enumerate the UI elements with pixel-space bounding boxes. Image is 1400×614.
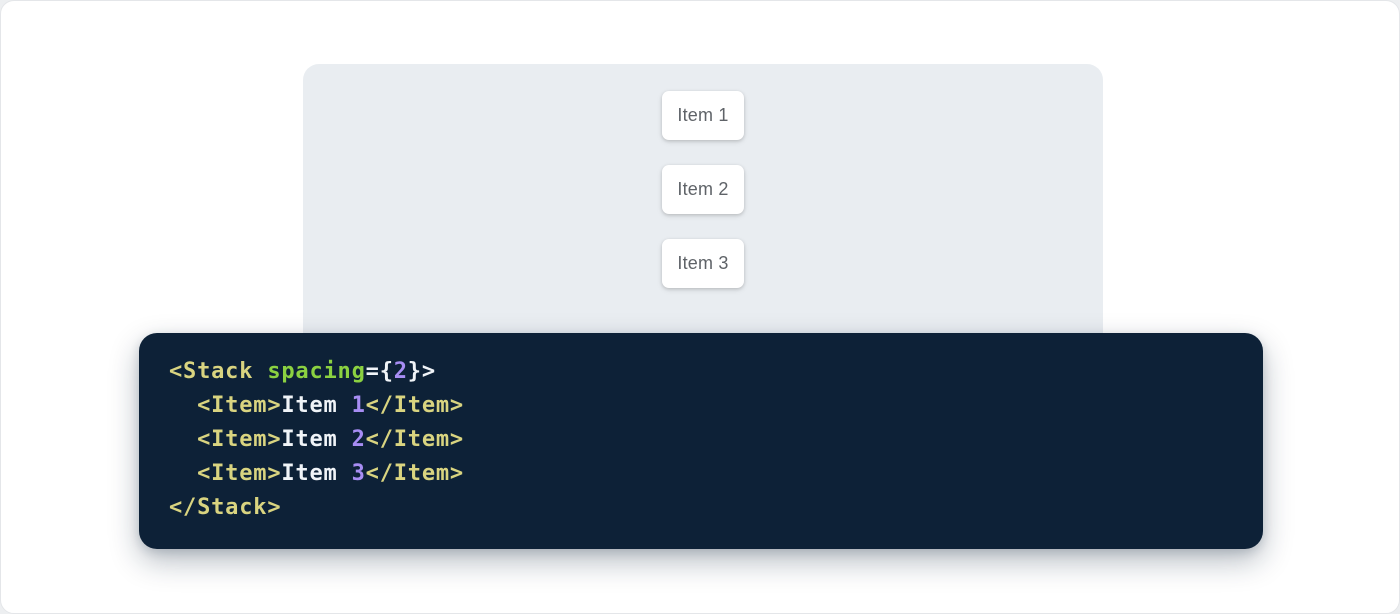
code-token — [169, 461, 197, 486]
code-line: <Stack spacing={2}> — [169, 355, 1233, 389]
code-token — [169, 427, 197, 452]
code-token: }> — [407, 359, 436, 384]
code-token: Item — [281, 461, 352, 486]
code-line: <Item>Item 1</Item> — [169, 389, 1233, 423]
code-token: </Item> — [365, 461, 464, 486]
code-token: Item — [281, 393, 352, 418]
stack-item-label: Item 3 — [677, 253, 729, 273]
code-token: <Item> — [197, 393, 282, 418]
code-token: = — [365, 359, 380, 384]
code-token — [169, 393, 197, 418]
stack-item: Item 2 — [662, 165, 744, 214]
code-token: Item — [281, 427, 352, 452]
code-token: 1 — [351, 393, 366, 418]
stack-item-label: Item 1 — [677, 105, 729, 125]
code-line: <Item>Item 3</Item> — [169, 457, 1233, 491]
code-token: 3 — [351, 461, 366, 486]
code-token: 2 — [351, 427, 366, 452]
code-token: </Stack> — [169, 495, 282, 520]
code-token: 2 — [393, 359, 408, 384]
stack-demo: Item 1 Item 2 Item 3 — [303, 91, 1103, 288]
code-token: </Item> — [365, 393, 464, 418]
demo-preview-panel: Item 1 Item 2 Item 3 — [303, 64, 1103, 364]
code-line: <Item>Item 2</Item> — [169, 423, 1233, 457]
code-token: spacing — [267, 359, 366, 384]
stack-item: Item 3 — [662, 239, 744, 288]
stack-item: Item 1 — [662, 91, 744, 140]
stack-item-label: Item 2 — [677, 179, 729, 199]
code-lines: <Stack spacing={2}> <Item>Item 1</Item> … — [169, 355, 1233, 525]
code-token: <Item> — [197, 427, 282, 452]
code-token: </Item> — [365, 427, 464, 452]
code-line: </Stack> — [169, 491, 1233, 525]
code-token: <Stack — [169, 359, 268, 384]
code-token: { — [379, 359, 394, 384]
code-snippet-card: <Stack spacing={2}> <Item>Item 1</Item> … — [139, 333, 1263, 549]
code-token: <Item> — [197, 461, 282, 486]
